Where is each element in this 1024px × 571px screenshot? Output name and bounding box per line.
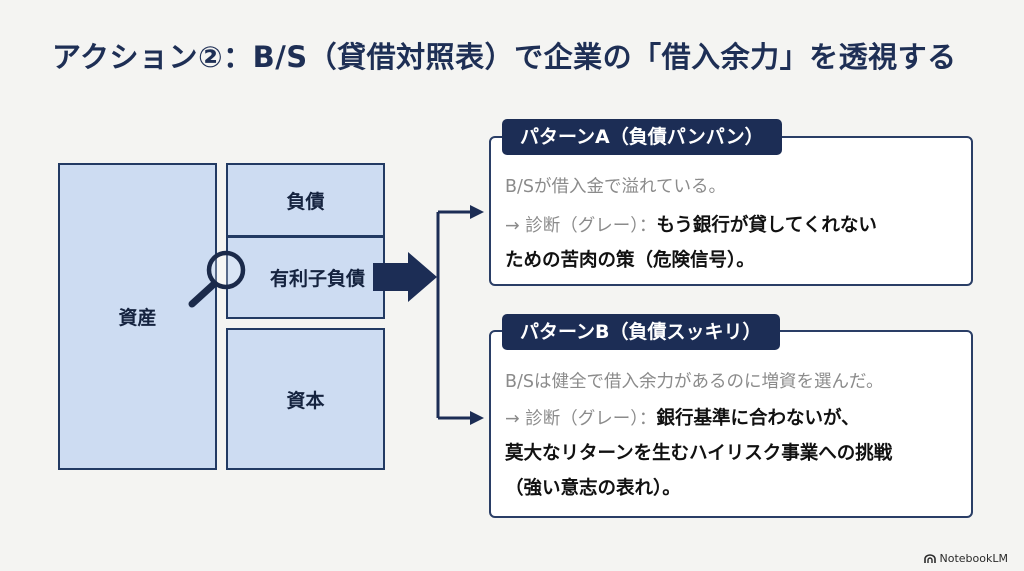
arrowhead-a bbox=[470, 205, 484, 219]
interest-bearing-debt-block: 有利子負債 bbox=[226, 236, 385, 319]
brand-logo: NotebookLM bbox=[923, 552, 1008, 565]
pattern-b-line4: （強い意志の表れ）。 bbox=[505, 478, 681, 499]
magnifier-icon bbox=[188, 250, 246, 308]
interest-bearing-debt-label: 有利子負債 bbox=[269, 268, 365, 290]
pattern-b-line1: B/Sは健全で借入余力があるのに増資を選んだ。 bbox=[505, 372, 884, 392]
pattern-a-line1: B/Sが借入金で溢れている。 bbox=[505, 177, 726, 197]
pattern-b-diagnosis-prefix: → 診断（グレー）： bbox=[505, 409, 657, 429]
pattern-b-line2: → 診断（グレー）：銀行基準に合わないが、 bbox=[505, 408, 860, 430]
equity-label: 資本 bbox=[286, 389, 325, 412]
pattern-b-line3: 莫大なリターンを生むハイリスク事業への挑戦 bbox=[505, 443, 893, 464]
branch-arrow-icon bbox=[436, 210, 472, 420]
arrowhead-b bbox=[470, 411, 484, 425]
pattern-a-diagnosis: もう銀行が貸してくれない bbox=[656, 215, 877, 236]
pattern-a-diagnosis-prefix: → 診断（グレー）： bbox=[505, 216, 657, 236]
liabilities-label: 負債 bbox=[286, 190, 325, 213]
notebooklm-logo-icon bbox=[923, 553, 936, 563]
brand-name: NotebookLM bbox=[939, 552, 1008, 565]
pattern-a-line3: ための苦肉の策（危険信号）。 bbox=[505, 250, 755, 271]
equity-block: 資本 bbox=[226, 328, 385, 470]
asset-block: 資産 bbox=[58, 163, 217, 470]
asset-label: 資産 bbox=[118, 307, 157, 329]
pattern-b-label: パターンB（負債スッキリ） bbox=[502, 314, 780, 350]
pattern-b-diagnosis: 銀行基準に合わないが、 bbox=[656, 408, 860, 429]
right-arrow-icon bbox=[373, 252, 437, 302]
page-title: アクション②：B/S（貸借対照表）で企業の「借入余力」を透視する bbox=[52, 40, 957, 74]
pattern-a-label: パターンA（負債パンパン） bbox=[502, 119, 782, 155]
pattern-a-line2: → 診断（グレー）：もう銀行が貸してくれない bbox=[505, 215, 877, 237]
